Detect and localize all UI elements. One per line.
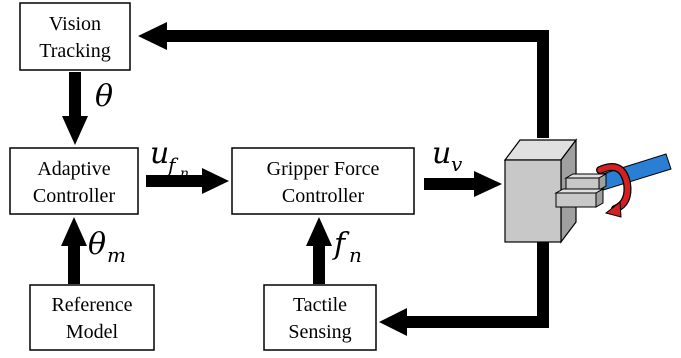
vision-tracking-label-line2: Tracking [39,40,110,62]
gripper-finger-top [565,177,600,191]
signal-u-fn-subsubscript: n [180,166,189,182]
signal-theta-m-subscript: m [107,243,126,267]
arrow-vision-to-adaptive [62,72,88,145]
signal-f-n-symbol: f [332,227,350,262]
gripper-force-controller-label-line1: Gripper Force [267,158,380,180]
signal-f-n-label: f n [332,227,362,267]
reference-model-block: Reference Model [29,284,155,351]
arrow-feedback-to-tactile [379,240,549,336]
signal-theta-m-symbol: θ [88,227,106,262]
gripper-illustration [503,138,672,244]
tactile-sensing-block: Tactile Sensing [263,284,377,351]
signal-u-v-symbol: u [432,136,451,171]
tactile-sensing-label-line2: Sensing [288,321,351,343]
adaptive-controller-block: Adaptive Controller [9,147,139,215]
gripper-front-face [504,159,562,243]
signal-f-n-subscript: n [349,243,362,267]
rotation-arrow-icon [596,163,632,218]
blue-cable [595,153,672,192]
arrow-gripper-controller-to-gripper [424,171,502,197]
arrow-adaptive-to-gripper [146,168,229,194]
signal-u-v-subscript: v [451,152,463,176]
reference-model-label-line1: Reference [51,294,132,316]
reference-model-label-line2: Model [66,321,119,343]
gripper-force-controller-block: Gripper Force Controller [231,147,415,215]
adaptive-controller-label-line1: Adaptive [37,158,110,180]
adaptive-controller-label-line2: Controller [33,185,116,207]
tactile-sensing-label-line1: Tactile [293,294,347,316]
signal-u-fn-symbol: u [150,136,169,171]
arrow-reference-to-adaptive [61,217,87,284]
signal-theta-label: θ [95,79,113,114]
vision-tracking-label-line1: Vision [49,13,101,35]
signal-u-fn-subscript: f [166,153,179,177]
gripper-finger-bottom [555,192,597,208]
gripper-force-controller-label-line2: Controller [282,185,365,207]
arrow-tactile-to-gripper [306,217,332,284]
signal-theta-m-label: θ m [88,227,126,267]
vision-tracking-block: Vision Tracking [19,2,131,71]
signal-u-v-label: u v [432,136,463,176]
arrow-feedback-to-vision [138,22,549,138]
